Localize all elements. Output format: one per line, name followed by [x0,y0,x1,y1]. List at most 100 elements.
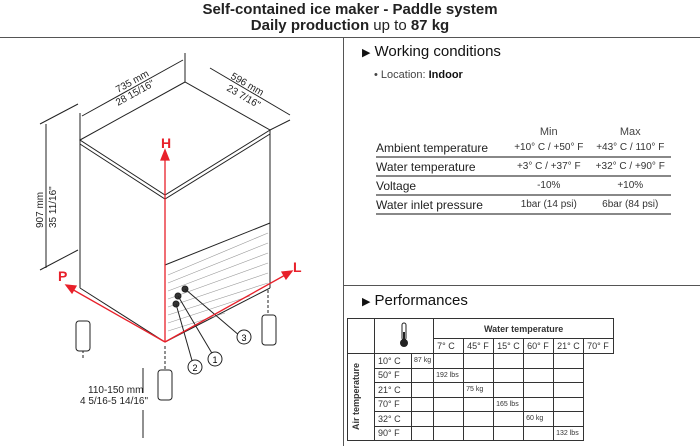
water-col-header: 15° C [493,338,525,354]
production-cell [523,425,555,441]
thermometer-icon [373,318,435,354]
air-temp-cell: 21° C [374,382,412,398]
production-cell [410,367,435,383]
table-row: Voltage-10%+10% [376,176,671,196]
section-divider [343,285,700,286]
height-mm: 907 mm [35,192,46,228]
air-temp-cell: 32° C [374,411,412,427]
col-max: Max [619,126,641,138]
ice-maker-drawing: 3 1 2 H P L 735 mm 28 15/16" 596 mm 23 7… [35,53,302,438]
production-cell: 87 kg [410,353,435,369]
row-label: Ambient temperature [376,139,509,158]
production-cell [553,382,585,398]
col-min: Min [539,126,558,138]
production-cell [493,425,525,441]
water-col-header: 21° C [553,338,585,354]
row-min: 1bar (14 psi) [508,195,590,215]
production-value: 87 kg [410,17,450,34]
location: • Location: Indoor [374,69,463,81]
row-max: +43° C / 110° F [589,139,671,158]
working-conditions-table: Min Max Ambient temperature+10° C / +50° … [376,125,671,215]
water-col-header: 60° F [523,338,555,354]
table-row: Ambient temperature+10° C / +50° F+43° C… [376,139,671,158]
production-cell [553,411,585,427]
feet-in: 4 5/16-5 14/16" [80,396,148,407]
production-cell [463,425,495,441]
production-cell [463,367,495,383]
production-cell [493,353,525,369]
row-min: +10° C / +50° F [508,139,590,158]
axis-h-label: H [161,135,171,151]
row-min: +3° C / +37° F [508,157,590,177]
production-cell: 60 kg [523,411,555,427]
row-label: Water temperature [376,157,509,177]
production-cell [553,353,585,369]
production-cell [433,396,465,412]
title-line1: Self-contained ice maker - Paddle system [202,1,498,18]
production-cell [523,367,555,383]
triangle-bullet-icon: ▶ [362,47,371,59]
production-cell [553,367,585,383]
air-temperature-header: Air temperature [347,353,375,441]
performances-title: Performances [374,292,468,309]
production-cell [410,396,435,412]
production-cell [433,353,465,369]
page-title: Self-contained ice maker - Paddle system… [0,2,700,34]
axis-l-label: L [293,259,302,275]
production-cell [523,353,555,369]
production-cell: 165 lbs [493,396,525,412]
water-col-header: 45° F [463,338,495,354]
production-cell [463,411,495,427]
air-temp-cell: 10° C [374,353,412,369]
production-cell [523,396,555,412]
production-cell [433,425,465,441]
production-cell [553,396,585,412]
production-cell [433,382,465,398]
water-col-header: 70° F [583,338,615,354]
air-temperature-label: Air temperature [351,363,361,431]
water-col-header: 7° C [433,338,465,354]
height-in: 35 11/16" [48,186,59,228]
table-row: 32° C 60 kg [348,411,614,427]
production-cell [493,382,525,398]
water-temperature-header: Water temperature [433,317,615,340]
axis-p-label: P [58,268,67,284]
callout-2: 2 [192,363,197,373]
header-divider [0,37,700,38]
production-cell [523,382,555,398]
production-cell: 132 lbs [553,425,585,441]
production-cell [493,367,525,383]
location-value: Indoor [428,69,463,81]
blank-cell [347,318,375,354]
callout-3: 3 [241,333,246,343]
production-cell [463,353,495,369]
working-conditions-heading: ▶Working conditions [362,43,501,60]
production-cell [410,411,435,427]
air-temp-cell: 70° F [374,396,412,412]
row-label: Water inlet pressure [376,195,509,215]
working-conditions-title: Working conditions [374,43,501,60]
production-cell [433,411,465,427]
air-temp-cell: 50° F [374,367,412,383]
table-row: 70° F 165 lbs [348,396,614,412]
production-cell [410,382,435,398]
performances-heading: ▶Performances [362,292,468,309]
title-line2: Daily production up to 87 kg [0,18,700,34]
row-label: Voltage [376,176,509,196]
callout-1: 1 [212,355,217,365]
feet-mm: 110-150 mm [88,385,143,396]
production-upto: up to [369,17,411,34]
production-cell [410,425,435,441]
triangle-bullet-icon: ▶ [362,296,371,308]
production-label: Daily production [250,17,370,34]
table-row: Water temperature+3° C / +37° F+32° C / … [376,157,671,177]
production-cell [493,411,525,427]
row-max: 6bar (84 psi) [589,195,671,215]
table-row: 50° F 192 lbs [348,367,614,383]
production-cell: 192 lbs [433,367,465,383]
